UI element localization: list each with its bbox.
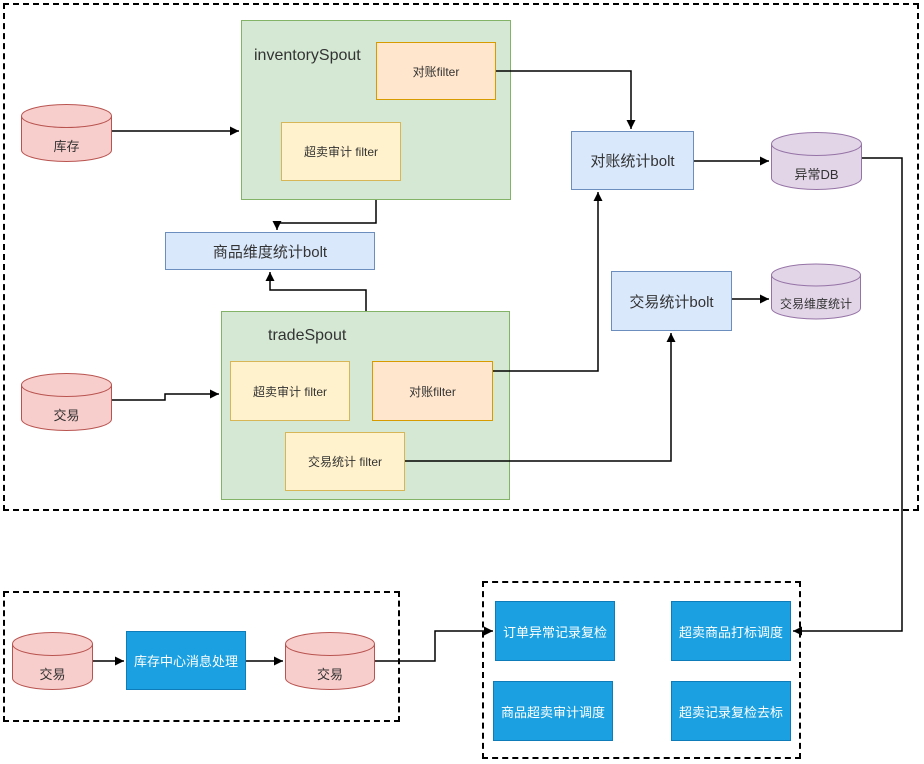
schedule-tasks-group-border bbox=[482, 581, 801, 759]
bl-trade-db-in-cylinder: 交易 bbox=[12, 632, 93, 690]
inventory-db-label: 库存 bbox=[53, 139, 80, 154]
abnormal-db-label: 异常DB bbox=[794, 167, 839, 182]
database-cylinder-icon bbox=[21, 373, 112, 431]
product-dim-stats-bolt-label: 商品维度统计bolt bbox=[212, 243, 328, 261]
reconcile-stats-bolt-box: 对账统计bolt bbox=[571, 131, 694, 190]
trade-db-label: 交易 bbox=[53, 408, 80, 423]
inventory-spout-title: inventorySpout bbox=[254, 47, 361, 64]
trade-reconcile-filter-box: 对账filter bbox=[372, 361, 493, 421]
inventory-db-cylinder: 库存 bbox=[21, 104, 112, 162]
oversold-record-recheck-untag-box: 超卖记录复检去标 bbox=[671, 681, 791, 741]
trade-stats-filter-label: 交易统计 filter bbox=[307, 455, 382, 469]
inventory-oversold-audit-filter-box: 超卖审计 filter bbox=[281, 122, 401, 181]
trade-stats-bolt-label: 交易统计bolt bbox=[629, 293, 714, 311]
inventory-reconcile-filter-label: 对账filter bbox=[412, 64, 460, 79]
inventory-oversold-audit-filter-label: 超卖审计 filter bbox=[303, 145, 378, 159]
bl-trade-db-out-label: 交易 bbox=[316, 667, 343, 682]
trade-oversold-audit-filter-label: 超卖审计 filter bbox=[252, 384, 327, 399]
realtime-topology-group-border bbox=[3, 3, 919, 511]
reconcile-stats-bolt-label: 对账统计bolt bbox=[590, 153, 675, 170]
database-cylinder-icon bbox=[12, 632, 93, 690]
inventory-center-processor-box: 库存中心消息处理 bbox=[126, 631, 246, 690]
trade-dim-stats-db-cylinder: 交易维度统计 bbox=[771, 263, 861, 320]
product-dim-stats-bolt-box: 商品维度统计bolt bbox=[165, 232, 375, 270]
order-abnormal-recheck-label: 订单异常记录复检 bbox=[502, 624, 607, 640]
order-abnormal-recheck-box: 订单异常记录复检 bbox=[495, 601, 615, 661]
inventory-center-processor-label: 库存中心消息处理 bbox=[133, 654, 238, 669]
oversold-item-tagging-schedule-label: 超卖商品打标调度 bbox=[678, 624, 783, 640]
trade-db-cylinder: 交易 bbox=[21, 373, 112, 431]
trade-spout-title: tradeSpout bbox=[268, 327, 347, 344]
item-oversold-audit-schedule-label: 商品超卖审计调度 bbox=[500, 704, 605, 720]
bl-trade-db-out-cylinder: 交易 bbox=[285, 632, 375, 690]
database-cylinder-icon bbox=[285, 632, 375, 690]
bl-trade-db-in-label: 交易 bbox=[39, 667, 66, 682]
trade-stats-bolt-box: 交易统计bolt bbox=[611, 271, 732, 331]
abnormal-db-cylinder: 异常DB bbox=[771, 132, 862, 190]
trade-stats-filter-box: 交易统计 filter bbox=[285, 432, 405, 491]
trade-reconcile-filter-label: 对账filter bbox=[409, 384, 456, 399]
inventory-reconcile-filter-box: 对账filter bbox=[376, 42, 496, 100]
oversold-item-tagging-schedule-box: 超卖商品打标调度 bbox=[671, 601, 791, 661]
trade-oversold-audit-filter-box: 超卖审计 filter bbox=[230, 361, 350, 421]
trade-dim-stats-db-label: 交易维度统计 bbox=[779, 297, 852, 311]
oversold-record-recheck-untag-label: 超卖记录复检去标 bbox=[678, 704, 783, 720]
database-cylinder-icon bbox=[21, 104, 112, 162]
item-oversold-audit-schedule-box: 商品超卖审计调度 bbox=[493, 681, 613, 741]
